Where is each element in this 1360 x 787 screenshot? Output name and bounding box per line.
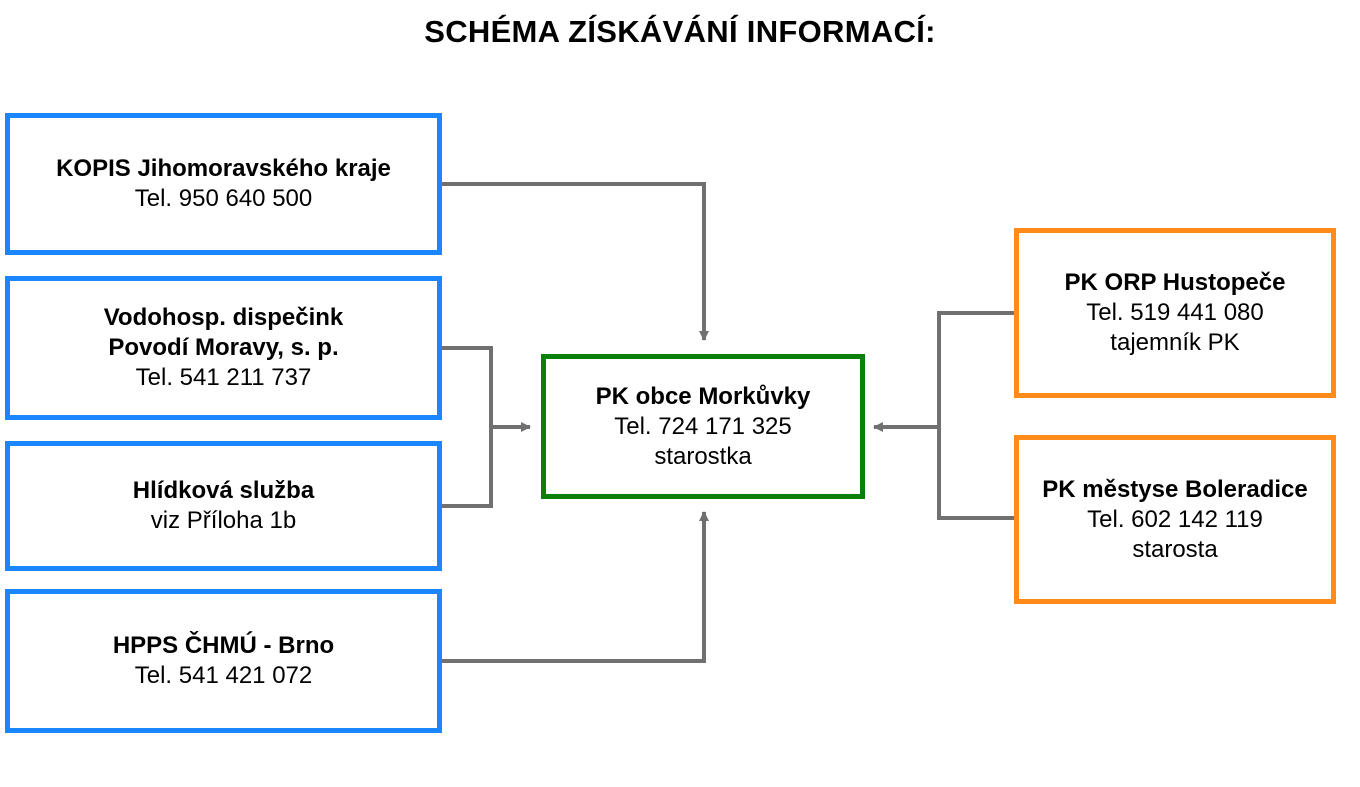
right-box-boleradice: PK městyse Boleradice Tel. 602 142 119 s… bbox=[1014, 435, 1336, 604]
right-boleradice-phone: Tel. 602 142 119 bbox=[1087, 505, 1263, 533]
right-boleradice-role: starosta bbox=[1132, 535, 1218, 563]
right-box-hustopece: PK ORP Hustopeče Tel. 519 441 080 tajemn… bbox=[1014, 228, 1336, 398]
connector-hpps bbox=[441, 511, 709, 663]
center-box: PK obce Morkůvky Tel. 724 171 325 staros… bbox=[541, 354, 865, 499]
source-box-hpps: HPPS ČHMÚ - Brno Tel. 541 421 072 bbox=[5, 589, 442, 733]
right-hustopece-role: tajemník PK bbox=[1110, 329, 1240, 356]
connector-kopis bbox=[441, 182, 709, 341]
source-kopis-phone: Tel. 950 640 500 bbox=[134, 185, 313, 212]
source-vodohosp-phone: Tel. 541 211 737 bbox=[135, 364, 312, 391]
source-vodohosp-org: Povodí Moravy, s. p. bbox=[108, 334, 339, 361]
source-hpps-phone: Tel. 541 421 072 bbox=[134, 662, 313, 689]
connector-right-bracket bbox=[937, 311, 1016, 520]
diagram-title: SCHÉMA ZÍSKÁVÁNÍ INFORMACÍ: bbox=[424, 14, 936, 49]
center-phone: Tel. 724 171 325 bbox=[614, 412, 792, 440]
source-hpps-name: HPPS ČHMÚ - Brno bbox=[112, 632, 335, 659]
center-name: PK obce Morkůvky bbox=[595, 382, 811, 410]
source-box-vodohosp: Vodohosp. dispečink Povodí Moravy, s. p.… bbox=[5, 276, 442, 420]
right-hustopece-name: PK ORP Hustopeče bbox=[1064, 269, 1286, 296]
source-vodohosp-name: Vodohosp. dispečink bbox=[103, 304, 344, 331]
right-boleradice-name: PK městyse Boleradice bbox=[1042, 475, 1308, 503]
connector-vodohosp bbox=[441, 346, 493, 508]
source-box-kopis: KOPIS Jihomoravského kraje Tel. 950 640 … bbox=[5, 113, 442, 255]
source-hlidkova-name: Hlídková služba bbox=[132, 477, 315, 504]
source-hlidkova-ref: viz Příloha 1b bbox=[150, 507, 297, 534]
right-hustopece-phone: Tel. 519 441 080 bbox=[1086, 299, 1264, 326]
center-role: starostka bbox=[654, 442, 752, 470]
source-box-hlidkova: Hlídková služba viz Příloha 1b bbox=[5, 441, 442, 571]
source-kopis-name: KOPIS Jihomoravského kraje bbox=[56, 155, 391, 182]
